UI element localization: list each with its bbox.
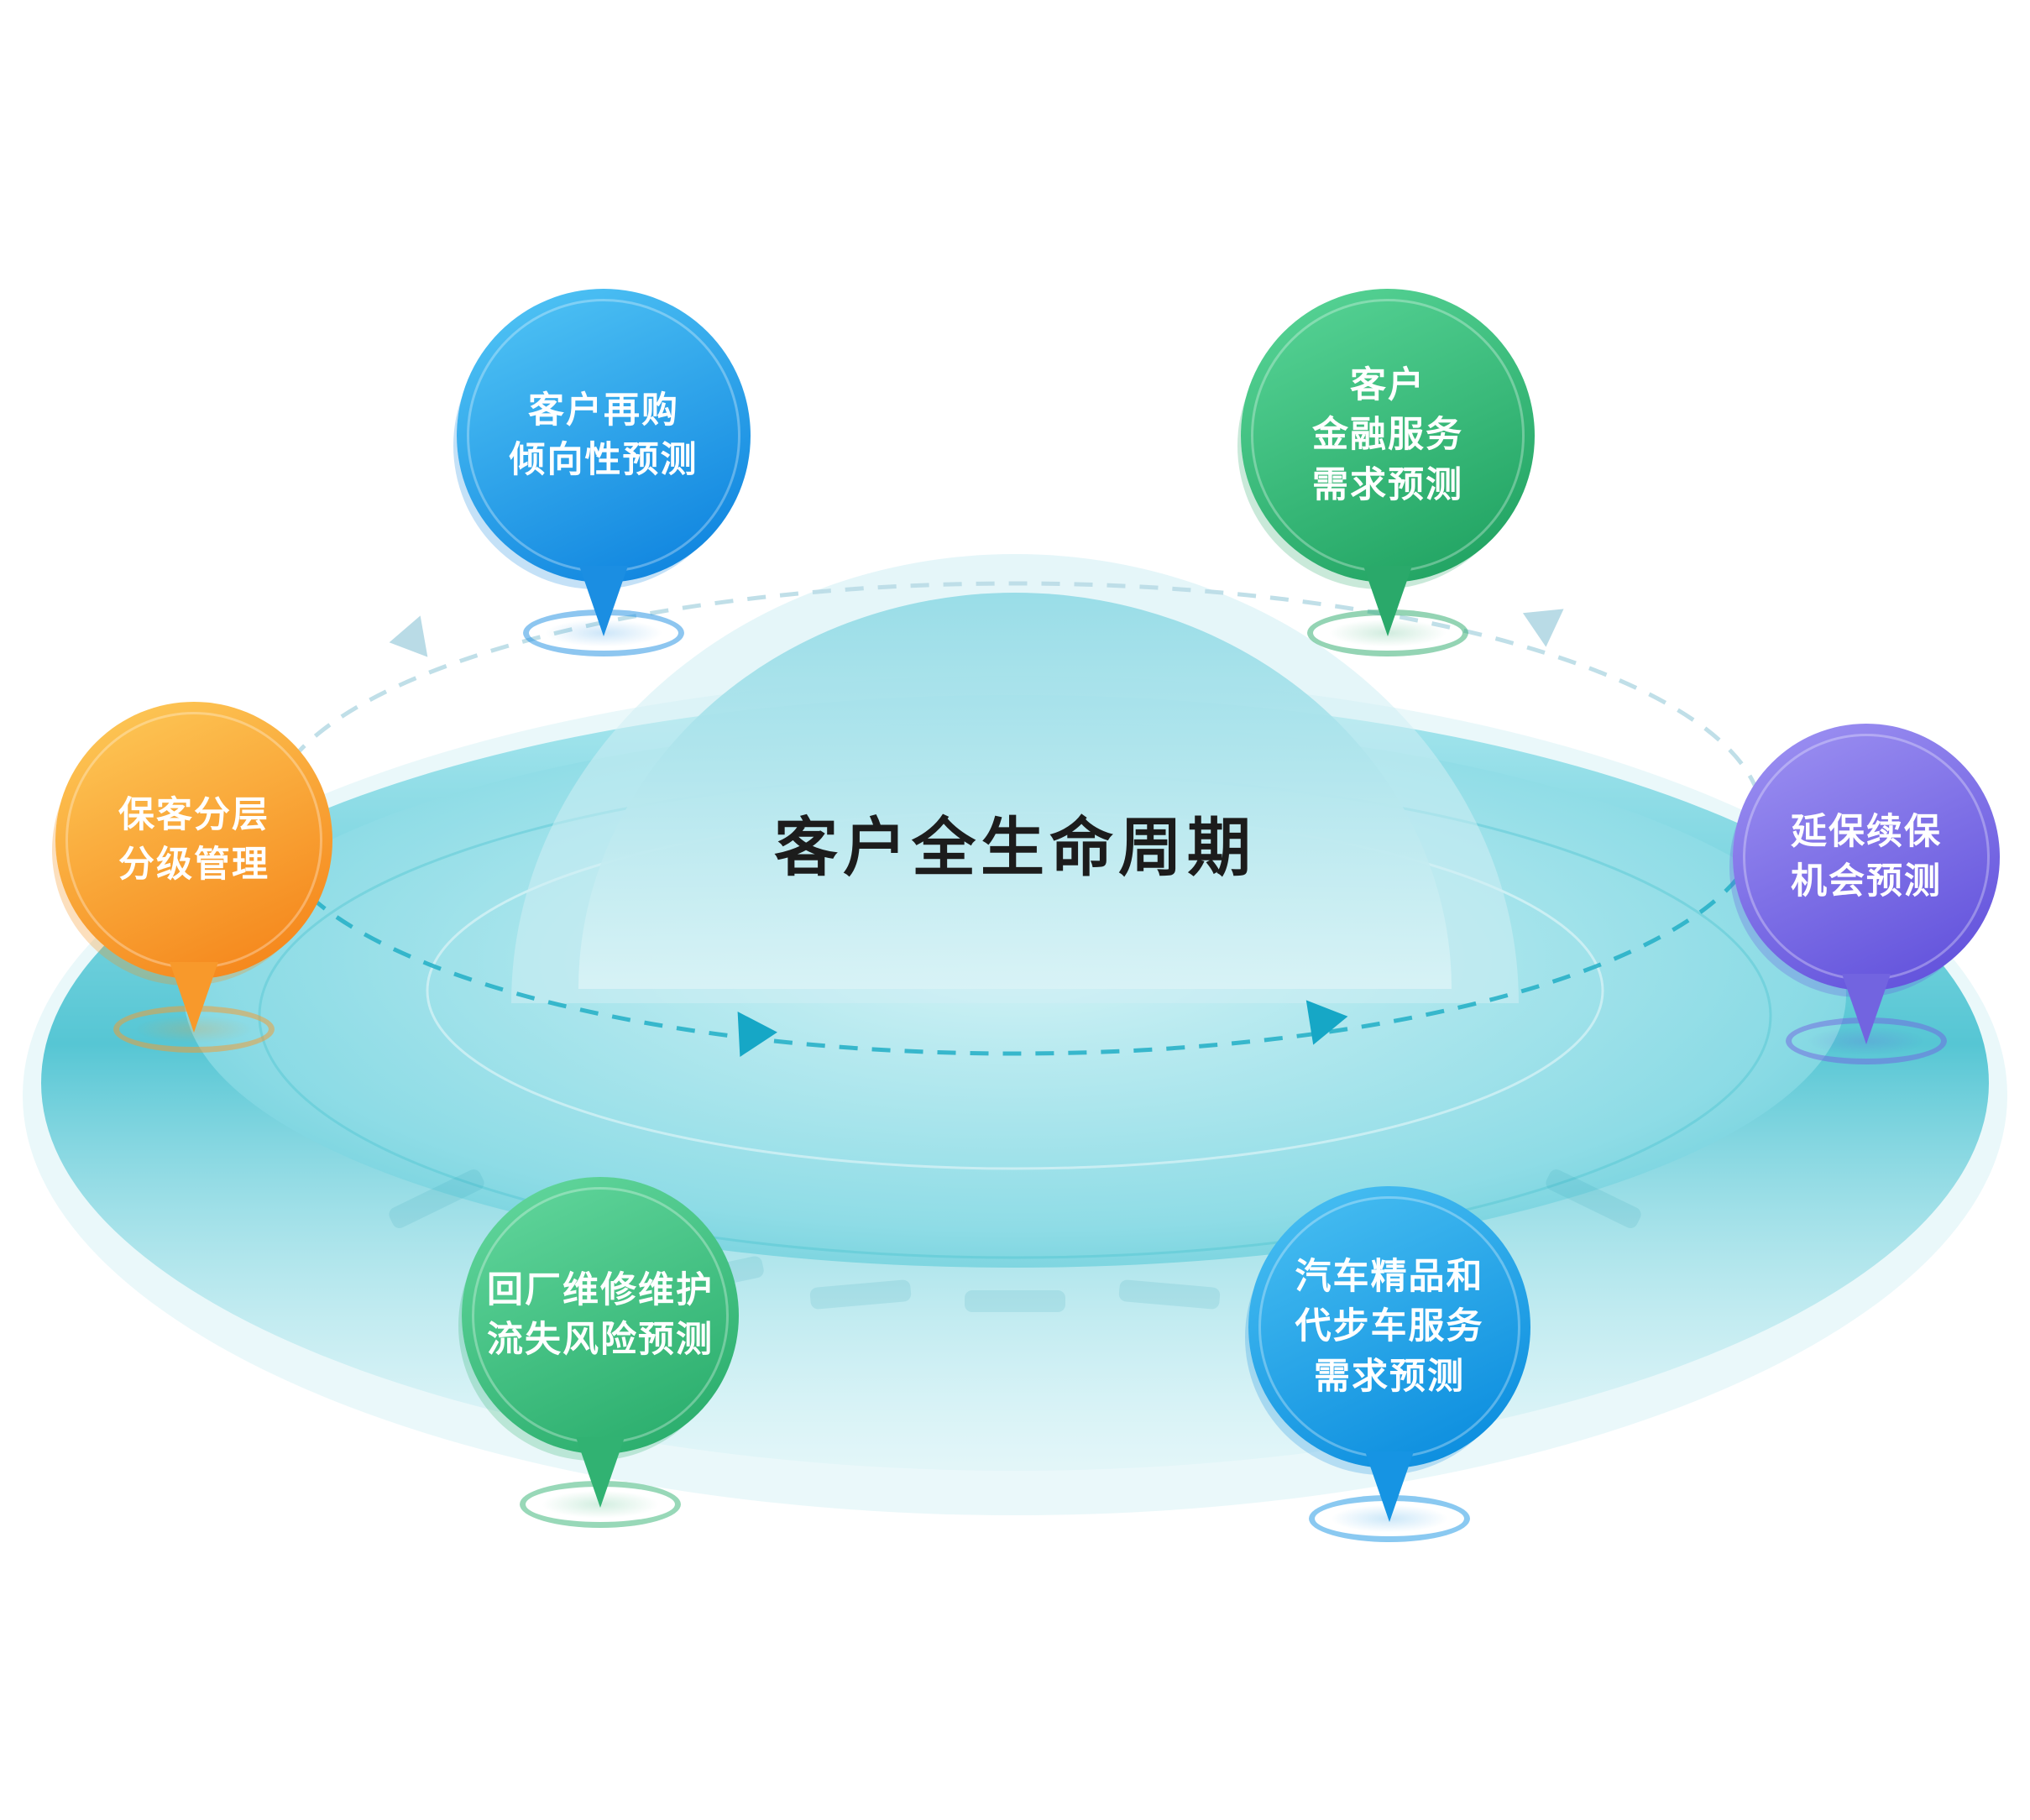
node-accessories-courtesy-car-demand: 汽车精品和 代步车服务 需求预测 xyxy=(1248,1186,1530,1542)
node-warranty-renewal-opportunity: 延保续保 机会预测 xyxy=(1733,724,2000,1064)
node-bubble: 保客分层 分级管理 xyxy=(55,702,332,979)
node-bubble: 延保续保 机会预测 xyxy=(1733,724,2000,991)
node-bubble: 回厂维修维护 流失风险预测 xyxy=(462,1177,739,1454)
node-label-line: 需求预测 xyxy=(1312,464,1463,505)
node-label-line: 保客分层 xyxy=(118,794,269,835)
node-label: 客户 金融服务 需求预测 xyxy=(1312,361,1463,510)
node-repair-churn-risk: 回厂维修维护 流失风险预测 xyxy=(462,1177,739,1528)
node-label-line: 分级管理 xyxy=(118,845,269,885)
node-label-line: 回厂维修维护 xyxy=(487,1269,714,1310)
dome-inner xyxy=(578,593,1452,989)
flow-arrow-icon xyxy=(1305,1000,1348,1045)
node-label: 客户再购 倾向性预测 xyxy=(510,386,698,486)
node-bubble: 客户 金融服务 需求预测 xyxy=(1241,289,1535,583)
node-financial-service-demand: 客户 金融服务 需求预测 xyxy=(1241,289,1535,656)
node-label-line: 倾向性预测 xyxy=(509,440,698,480)
node-label-line: 汽车精品和 xyxy=(1295,1257,1484,1297)
flow-arrow-icon xyxy=(737,1012,777,1057)
flow-arrow-icon xyxy=(389,615,428,657)
node-label-line: 代步车服务 xyxy=(1295,1306,1484,1347)
node-label-line: 金融服务 xyxy=(1312,415,1463,456)
node-label: 回厂维修维护 流失风险预测 xyxy=(487,1266,714,1366)
node-bubble: 汽车精品和 代步车服务 需求预测 xyxy=(1248,1186,1530,1468)
node-label-line: 客户 xyxy=(1350,365,1426,405)
node-label-line: 需求预测 xyxy=(1314,1356,1465,1397)
node-repurchase-propensity: 客户再购 倾向性预测 xyxy=(457,289,751,656)
page-title: 客户全生命周期 xyxy=(774,813,1256,884)
node-label: 汽车精品和 代步车服务 需求预测 xyxy=(1295,1253,1484,1402)
node-label-line: 流失风险预测 xyxy=(487,1320,714,1360)
node-bubble: 客户再购 倾向性预测 xyxy=(457,289,751,583)
node-customer-tier-management: 保客分层 分级管理 xyxy=(55,702,332,1053)
node-label-line: 机会预测 xyxy=(1791,861,1942,902)
flow-ring-back xyxy=(265,581,1765,819)
node-label-line: 延保续保 xyxy=(1791,811,1942,852)
node-label: 延保续保 机会预测 xyxy=(1791,808,1942,907)
node-label-line: 客户再购 xyxy=(528,390,679,431)
flow-arrow-icon xyxy=(1522,609,1564,647)
flow-ring-front xyxy=(265,818,1765,1056)
node-label: 保客分层 分级管理 xyxy=(118,791,269,891)
